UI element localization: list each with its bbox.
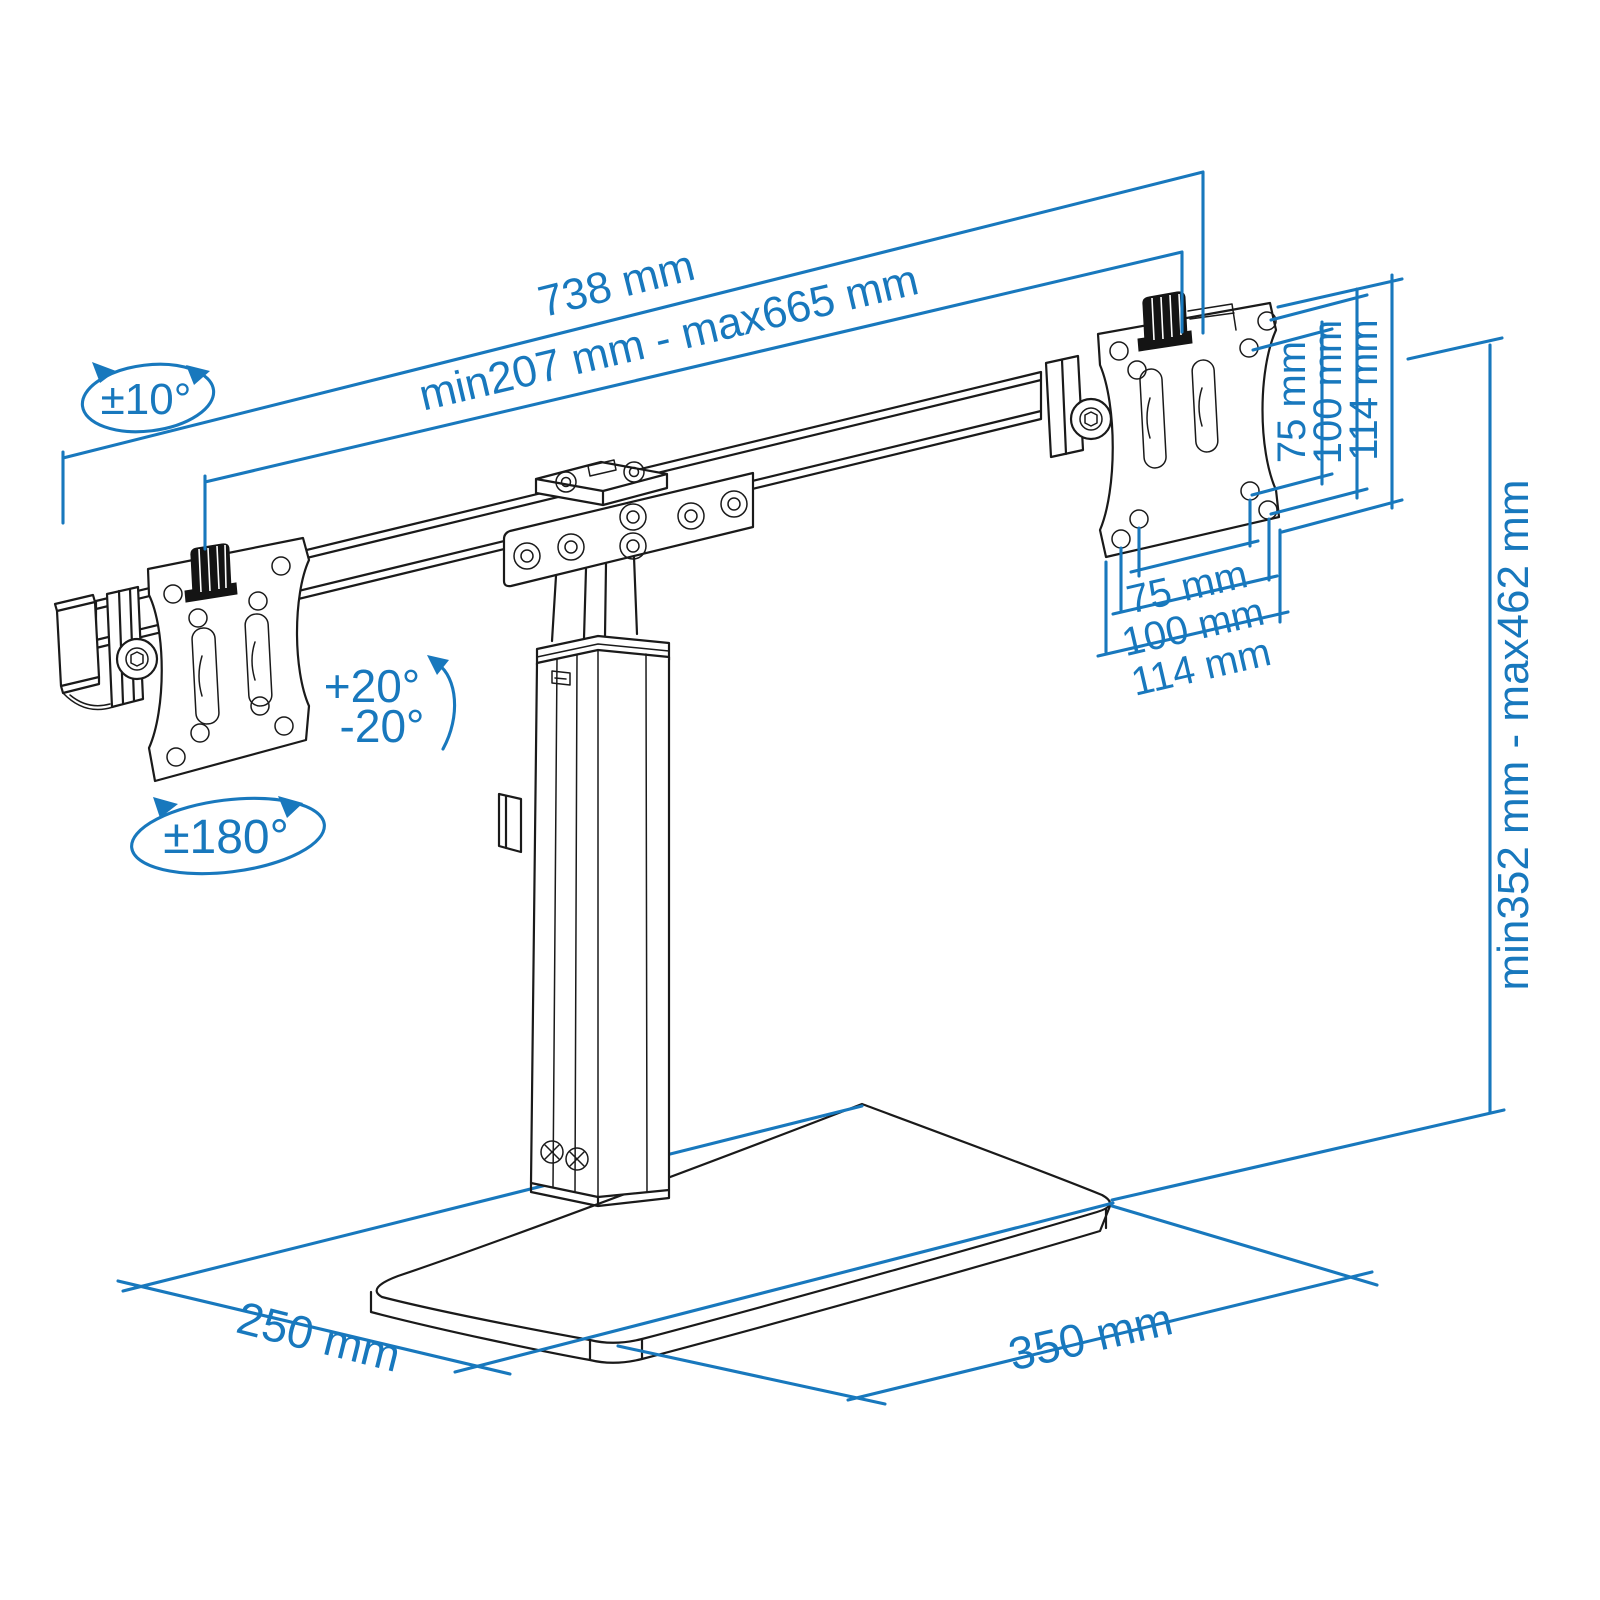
- label-height-range: min352 mm - max462 mm: [1489, 479, 1538, 990]
- dim-line-height: [1110, 336, 1506, 1202]
- base-top-surface: [375, 1102, 1111, 1344]
- label-base-depth: 250 mm: [232, 1291, 406, 1382]
- dim-line-207-665: [203, 250, 1184, 551]
- cable-clip: [497, 792, 523, 854]
- pole-grooves: [552, 649, 648, 1198]
- label-swivel: ±10°: [101, 375, 192, 424]
- base-edge-wall: [369, 1204, 1112, 1364]
- left-end-cap: [53, 593, 101, 695]
- left-hook: [62, 692, 114, 711]
- pole-badge: [551, 670, 571, 686]
- center-bracket-notch: [587, 459, 617, 477]
- label-vesa-v-75: 75 mm: [1270, 341, 1314, 463]
- right-vesa-slots: [1139, 359, 1219, 469]
- center-plate-screws: [513, 490, 748, 570]
- rotation-indicator: [130, 796, 326, 876]
- dimension-lines: [61, 170, 1506, 1406]
- tilt-indicator: [427, 655, 457, 751]
- dim-line-250: [116, 1201, 1115, 1376]
- outer-pole: [529, 648, 671, 1199]
- label-vesa-v-114: 114 mm: [1342, 319, 1386, 461]
- vesa-horizontal-dims: [1096, 498, 1290, 658]
- left-pivot-bolt: [130, 651, 144, 667]
- bracket-screws: [555, 461, 645, 493]
- right-pivot-outer: [1069, 397, 1113, 441]
- pole-foot: [529, 1181, 671, 1208]
- extension-line-base-back: [121, 1104, 864, 1293]
- right-pivot-inner: [1079, 407, 1103, 431]
- right-vesa-assembly: [1044, 291, 1281, 559]
- left-vesa-slots: [191, 613, 273, 725]
- left-pivot-inner: [125, 647, 149, 671]
- left-pivot-outer: [115, 637, 159, 681]
- vesa-vertical-dims: [1250, 273, 1404, 534]
- inner-pole: [550, 555, 639, 643]
- right-hinge-bracket: [1044, 354, 1085, 459]
- pole-bottom-screws: [540, 1140, 589, 1171]
- label-tilt-up: +20°: [324, 660, 420, 712]
- dim-line-350: [616, 1204, 1379, 1406]
- dim-line-738: [61, 170, 1205, 525]
- label-vesa-v-100: 100 mm: [1306, 320, 1350, 465]
- center-mount: [502, 459, 755, 588]
- left-knob: [184, 543, 238, 603]
- lift-pole: [497, 555, 671, 1208]
- right-pivot-bolt: [1084, 411, 1098, 427]
- right-knob: [1137, 291, 1193, 352]
- label-tilt-down: -20°: [340, 700, 425, 752]
- base-plate: [369, 1102, 1112, 1364]
- right-vesa-plate: [1096, 301, 1281, 559]
- left-vesa-holes: [163, 556, 294, 767]
- label-rotation: ±180°: [163, 811, 289, 864]
- swivel-indicator: [80, 362, 216, 434]
- label-base-width: 350 mm: [1004, 1292, 1178, 1380]
- pole-collar-line: [536, 643, 670, 658]
- left-vesa-assembly: [53, 536, 311, 783]
